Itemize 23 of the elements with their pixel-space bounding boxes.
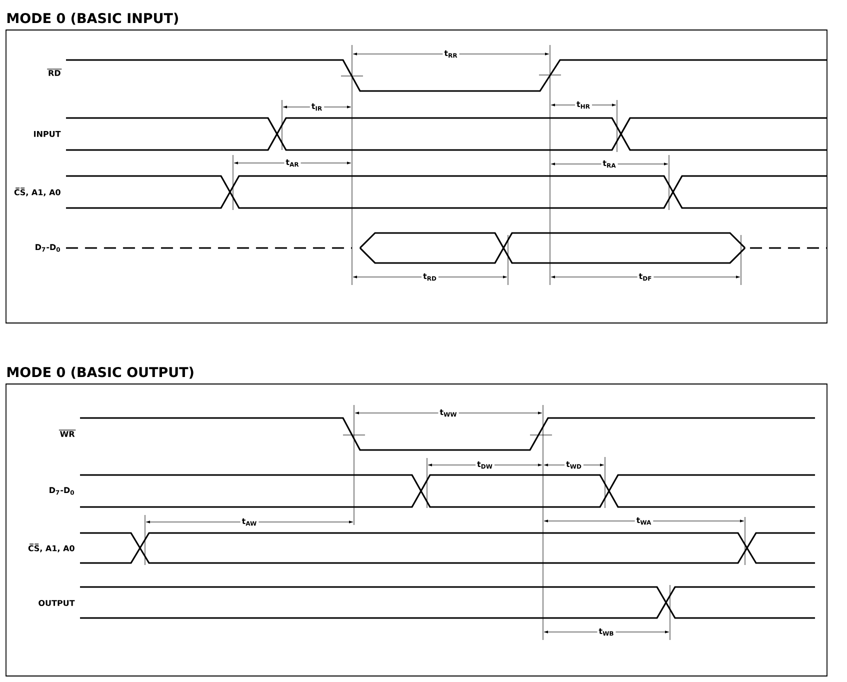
timing-label: t$_{WB}$ — [597, 626, 616, 638]
signal-name: INPUT — [34, 131, 61, 137]
signal-name: OUTPUT — [38, 600, 75, 606]
panel-title: MODE 0 (BASIC INPUT) — [7, 12, 178, 25]
timing-label: t$_{WD}$ — [564, 460, 584, 470]
timing-label: t$_{RD}$ — [422, 272, 438, 282]
signal-name: D$_{7}$-D$_{0}$ — [50, 487, 74, 495]
timing-label: t$_{HR}$ — [575, 100, 592, 110]
signal-name: RD — [46, 68, 62, 76]
timing-label: t$_{AR}$ — [284, 158, 301, 168]
signal-name: C̅S̅, A1, A0 — [14, 188, 60, 196]
timing-label: t$_{DW}$ — [476, 460, 494, 470]
signal-name: D$_{7}$-D$_{0}$ — [36, 244, 60, 252]
signal-name: WR — [58, 430, 76, 437]
signal-name: C̅S̅, A1, A0 — [28, 544, 74, 552]
timing-label: t$_{WA}$ — [634, 516, 654, 526]
timing-label: t$_{IR}$ — [310, 102, 324, 112]
timing-label: t$_{AW}$ — [240, 516, 259, 528]
timing-label: t$_{DF}$ — [637, 272, 654, 282]
timing-label: t$_{WW}$ — [438, 408, 459, 418]
timing-label: t$_{RA}$ — [601, 158, 618, 170]
panel-title: MODE 0 (BASIC OUTPUT) — [7, 366, 194, 379]
timing-label: t$_{RR}$ — [442, 48, 460, 60]
